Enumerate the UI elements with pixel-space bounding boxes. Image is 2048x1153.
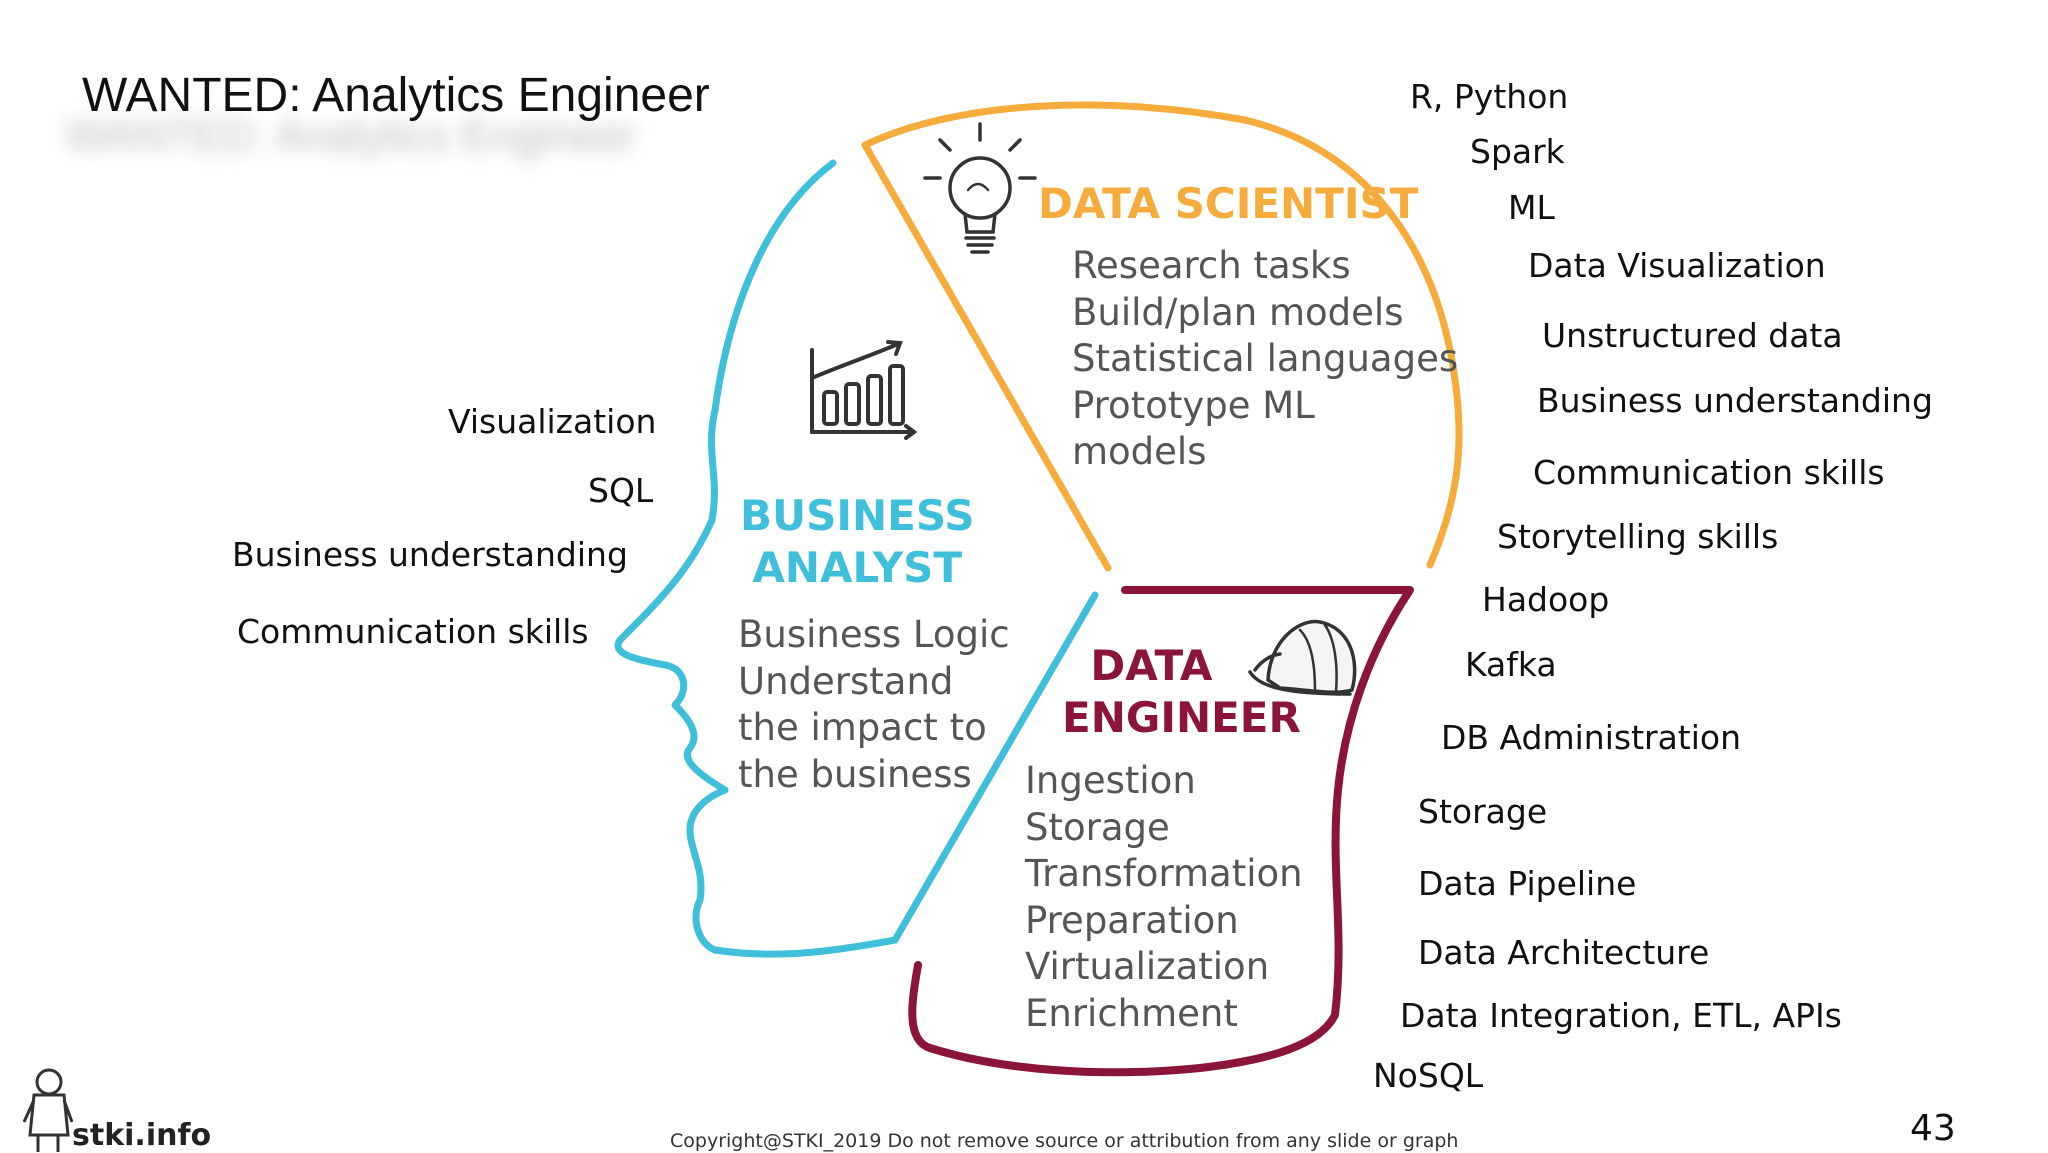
page-number: 43 xyxy=(1910,1108,1956,1149)
data-scientist-tasks: Research tasks Build/plan models Statist… xyxy=(1072,243,1458,476)
right-skill: NoSQL xyxy=(1373,1056,1484,1095)
task-item: the impact to xyxy=(738,706,987,749)
data-engineer-tasks: Ingestion Storage Transformation Prepara… xyxy=(1025,758,1303,1037)
task-item: Virtualization xyxy=(1025,945,1270,988)
task-item: Prototype ML xyxy=(1072,383,1315,427)
task-item: the business xyxy=(738,752,972,796)
task-item: Understand xyxy=(738,659,954,703)
copyright-notice: Copyright@STKI_2019 Do not remove source… xyxy=(670,1130,1459,1152)
right-skill: Communication skills xyxy=(1533,453,1885,492)
right-skill: Hadoop xyxy=(1482,580,1610,619)
task-item: Storage xyxy=(1025,805,1170,849)
data-engineer-outline xyxy=(908,586,1414,1077)
heading-line: BUSINESS xyxy=(740,491,975,540)
task-item: Statistical languages xyxy=(1072,337,1459,380)
right-skill: DB Administration xyxy=(1441,718,1742,757)
task-item: Preparation xyxy=(1025,898,1239,942)
bar-chart-growth-icon xyxy=(810,340,918,440)
right-skill: ML xyxy=(1508,188,1555,227)
left-skill: Communication skills xyxy=(237,612,589,651)
task-item: Research tasks xyxy=(1072,244,1351,287)
title-shadow: WANTED: Analytics Engineer xyxy=(65,109,637,161)
task-item: Enrichment xyxy=(1025,991,1238,1035)
business-analyst-tasks: Business Logic Understand the impact to … xyxy=(738,612,1010,798)
business-analyst-heading: BUSINESS ANALYST xyxy=(740,490,974,594)
task-item: models xyxy=(1072,430,1207,473)
heading-line: DATA xyxy=(1090,641,1213,690)
task-item: Build/plan models xyxy=(1072,290,1404,334)
mascot-icon xyxy=(22,1068,74,1152)
logo-text: stki.info xyxy=(72,1118,212,1153)
right-skill: Data Visualization xyxy=(1528,246,1826,285)
right-skill: Business understanding xyxy=(1537,381,1933,420)
heading-line: ENGINEER xyxy=(1062,693,1301,742)
data-scientist-outline xyxy=(861,101,1463,572)
task-item: Business Logic xyxy=(738,613,1010,656)
right-skill: Storage xyxy=(1418,792,1548,831)
lightbulb-icon xyxy=(923,122,1037,254)
data-engineer-heading: DATA ENGINEER xyxy=(1062,640,1301,744)
right-skill: Data Integration, ETL, APIs xyxy=(1400,996,1842,1035)
left-skill: SQL xyxy=(588,471,654,510)
right-skill: Storytelling skills xyxy=(1497,517,1779,556)
right-skill: Spark xyxy=(1470,132,1565,171)
right-skill: Data Architecture xyxy=(1418,933,1710,972)
right-skill: R, Python xyxy=(1410,77,1569,116)
slide-title: WANTED: Analytics Engineer xyxy=(82,69,710,122)
hard-hat-icon xyxy=(1248,619,1357,696)
left-skill: Visualization xyxy=(448,402,657,441)
data-scientist-heading: DATA SCIENTIST xyxy=(1038,179,1419,228)
task-item: Transformation xyxy=(1025,852,1303,895)
business-analyst-outline xyxy=(614,159,1099,958)
task-item: Ingestion xyxy=(1025,759,1196,802)
heading-line: ANALYST xyxy=(752,543,963,592)
left-skill: Business understanding xyxy=(232,535,628,574)
right-skill: Data Pipeline xyxy=(1418,864,1637,903)
right-skill: Unstructured data xyxy=(1542,316,1843,355)
right-skill: Kafka xyxy=(1465,645,1557,684)
